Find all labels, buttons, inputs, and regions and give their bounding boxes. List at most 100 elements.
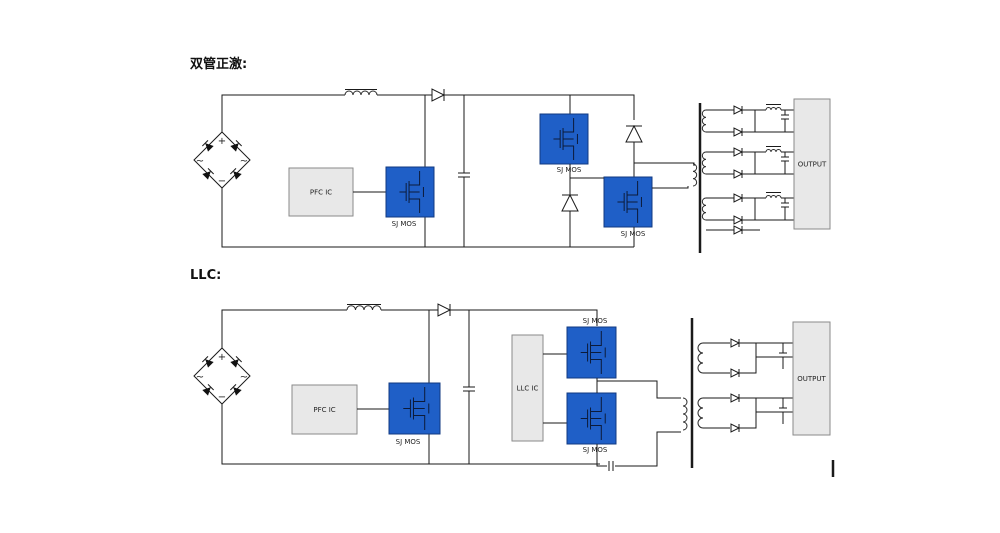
bridge-diode	[229, 167, 242, 180]
mosfet-drain	[563, 118, 575, 133]
pfc-ic: PFC IC	[288, 167, 354, 217]
sj-mos-label: SJ MOS	[392, 220, 417, 228]
sj-mosfet	[388, 382, 441, 435]
mosfet-source	[413, 415, 426, 430]
wire	[739, 398, 757, 429]
output-block-llc: OUTPUT	[792, 321, 831, 436]
secondary-output-stage	[697, 338, 793, 378]
secondary-winding	[697, 342, 704, 374]
mosfet-symbol	[617, 181, 642, 223]
secondary-output-stage	[697, 393, 793, 433]
sj-mosfet	[539, 113, 589, 165]
diode-triangle	[730, 368, 741, 378]
diode-triangle	[233, 171, 242, 180]
diode-bar	[207, 167, 215, 175]
wire	[596, 444, 607, 467]
sj-mos-label: SJ MOS	[557, 166, 582, 174]
output-block-forward: OUTPUT	[793, 98, 831, 230]
diode	[733, 193, 744, 203]
diode-triangle	[202, 387, 211, 396]
sj-mosfet	[566, 392, 617, 445]
mosfet-source	[590, 425, 602, 440]
ac-terminal-label: ~	[196, 156, 204, 167]
diode	[733, 105, 744, 115]
bulk-capacitor	[458, 172, 470, 178]
bridge-diode	[201, 355, 214, 368]
ac-terminal-label: ~	[196, 372, 204, 383]
secondary-winding	[701, 109, 707, 133]
bridge-diode	[230, 355, 243, 368]
diode	[730, 368, 741, 378]
winding-coil	[697, 342, 704, 374]
secondary-winding	[701, 197, 707, 221]
secondary-winding	[701, 151, 707, 175]
diode-triangle	[733, 105, 744, 115]
sj-mosfet	[566, 326, 617, 379]
output-block-forward-body	[793, 98, 831, 230]
diode-triangle	[230, 143, 239, 152]
mosfet-source	[563, 145, 575, 160]
output-block-forward-label: OUTPUT	[798, 161, 827, 169]
output-block-llc-body	[792, 321, 831, 436]
mosfet-drain	[409, 171, 421, 186]
diode-triangle	[561, 193, 579, 212]
diode-bar	[235, 139, 243, 147]
mosfet-drain	[413, 387, 426, 402]
bridge-diode	[201, 139, 214, 152]
inductor	[765, 192, 782, 199]
diode-triangle	[205, 143, 214, 152]
diode	[733, 225, 744, 235]
diode-triangle	[730, 423, 741, 433]
sj-mos-label: SJ MOS	[621, 230, 646, 238]
wire	[652, 186, 689, 189]
pfc-ic-body	[288, 167, 354, 217]
llc-heading: LLC:	[190, 268, 222, 283]
diode	[733, 127, 744, 137]
diode	[733, 147, 744, 157]
diode-triangle	[625, 124, 643, 143]
diode	[730, 338, 741, 348]
diode-triangle	[733, 215, 744, 225]
wire	[739, 343, 757, 374]
capacitor	[608, 461, 614, 471]
output-block-llc-label: OUTPUT	[797, 375, 826, 383]
wire	[221, 188, 634, 248]
pfc-ic-label: PFC IC	[310, 189, 332, 197]
bridge-rectifier: +−~~	[193, 131, 251, 189]
inductor-coil	[344, 90, 378, 96]
mosfet-symbol	[580, 397, 606, 440]
mosfet-source	[627, 208, 639, 223]
pfc-ic-body	[291, 384, 358, 435]
mosfet-symbol	[403, 387, 430, 430]
inductor	[344, 89, 378, 96]
diode	[733, 215, 744, 225]
inductor-coil	[765, 107, 782, 111]
bridge-diode	[202, 383, 215, 396]
diode-triangle	[733, 225, 744, 235]
secondary-winding	[697, 397, 704, 429]
mosfet-symbol	[399, 171, 424, 213]
sj-mos-label: SJ MOS	[396, 438, 421, 446]
secondary-output-stage	[701, 192, 794, 225]
diode	[730, 423, 741, 433]
diode-bar	[207, 383, 215, 391]
diode	[561, 193, 579, 212]
winding-coil	[682, 397, 688, 431]
diode	[437, 303, 452, 317]
wire	[221, 309, 347, 348]
minus-terminal-label: −	[218, 176, 226, 187]
secondary-output-stage	[701, 104, 794, 137]
inductor-coil	[765, 195, 782, 199]
diode-triangle	[733, 127, 744, 137]
diode	[733, 169, 744, 179]
wire	[597, 380, 681, 399]
winding-coil	[701, 151, 707, 175]
winding-coil	[701, 197, 707, 221]
llc-ic-label: LLC IC	[517, 385, 539, 393]
inductor	[765, 104, 782, 111]
minus-terminal-label: −	[218, 392, 226, 403]
diode-bar	[201, 139, 209, 147]
primary-winding	[682, 397, 688, 431]
diode-triangle	[733, 193, 744, 203]
